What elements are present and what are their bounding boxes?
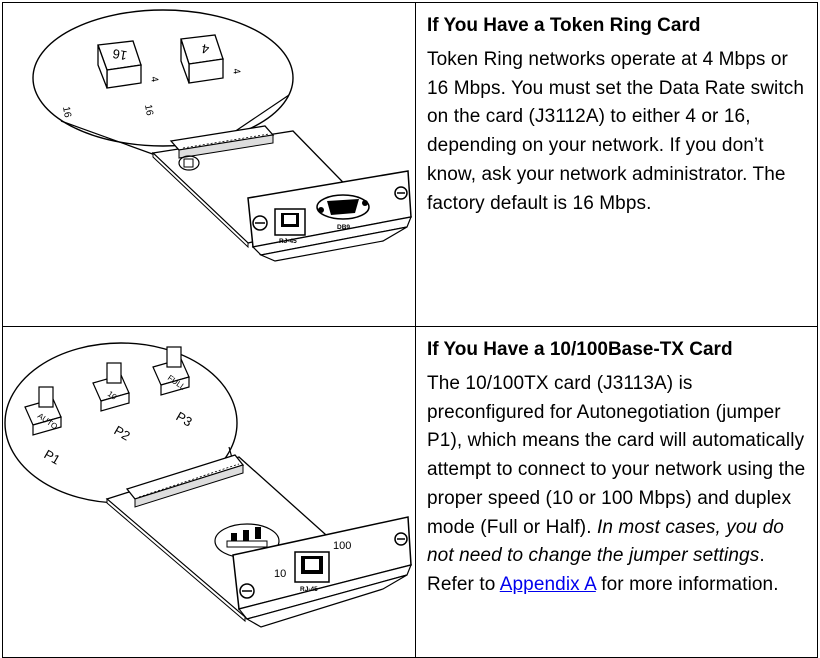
tx-card-body-part2: . Refer to [427, 545, 765, 595]
tx-card-body-part1: The 10/100TX card (J3113A) is preconfigu… [427, 373, 806, 538]
switch-position-4: 4 [180, 34, 224, 84]
tx-card-text-cell: If You Have a 10/100Base-TX Card The 10/… [415, 326, 818, 658]
rj45-label: RJ-45 [300, 586, 318, 593]
rj45-label: RJ-45 [279, 238, 297, 245]
tx-card-body-part3: for more information. [601, 573, 779, 595]
speed-label-100: 100 [333, 540, 351, 552]
db9-label: DB9 [337, 224, 350, 231]
tx-card-body: The 10/100TX card (J3113A) is preconfigu… [427, 370, 807, 600]
tx-card-figure-cell: AUTO P1 10 P2 FULL P3 [2, 326, 416, 658]
switch-label-16b: 16 [142, 104, 155, 117]
tx-card-illustration: AUTO P1 10 P2 FULL P3 [4, 342, 412, 628]
speed-label-10: 10 [274, 568, 286, 580]
token-ring-body: Token Ring networks operate at 4 Mbps or… [427, 49, 805, 214]
card-faceplate: RJ-45 DB9 [247, 170, 412, 262]
appendix-a-link[interactable]: Appendix A [499, 573, 596, 595]
token-ring-row: 16 4 4 4 16 16 [2, 2, 818, 327]
token-ring-card-illustration: 16 4 4 4 16 16 [32, 9, 412, 262]
jumper-p2: 10 P2 [92, 362, 133, 444]
jumper-p3: FULL P3 [152, 346, 195, 430]
token-ring-text-cell: If You Have a Token Ring Card Token Ring… [415, 2, 818, 327]
jumper-label-p3: P3 [174, 409, 195, 430]
tx-card-heading: If You Have a 10/100Base-TX Card [427, 339, 733, 360]
switch-position-16: 16 [97, 40, 142, 89]
switch-label-4a: 4 [148, 76, 160, 84]
tx-card-row: AUTO P1 10 P2 FULL P3 [2, 326, 818, 658]
switch-face-label-1: 16 [111, 46, 128, 63]
jumper-label-p2: P2 [112, 423, 133, 444]
token-ring-figure-cell: 16 4 4 4 16 16 [2, 2, 416, 327]
card-faceplate: 10 100 RJ-45 [232, 516, 412, 628]
switch-face-label-2: 4 [201, 41, 211, 57]
switch-label-16a: 16 [60, 106, 73, 119]
switch-label-4b: 4 [230, 68, 242, 76]
tx-card-body-italic: In most cases, you do not need to change… [427, 516, 784, 567]
jumper-label-p1: P1 [42, 447, 63, 468]
token-ring-heading: If You Have a Token Ring Card [427, 15, 701, 36]
jumper-p1: AUTO P1 [24, 386, 63, 468]
